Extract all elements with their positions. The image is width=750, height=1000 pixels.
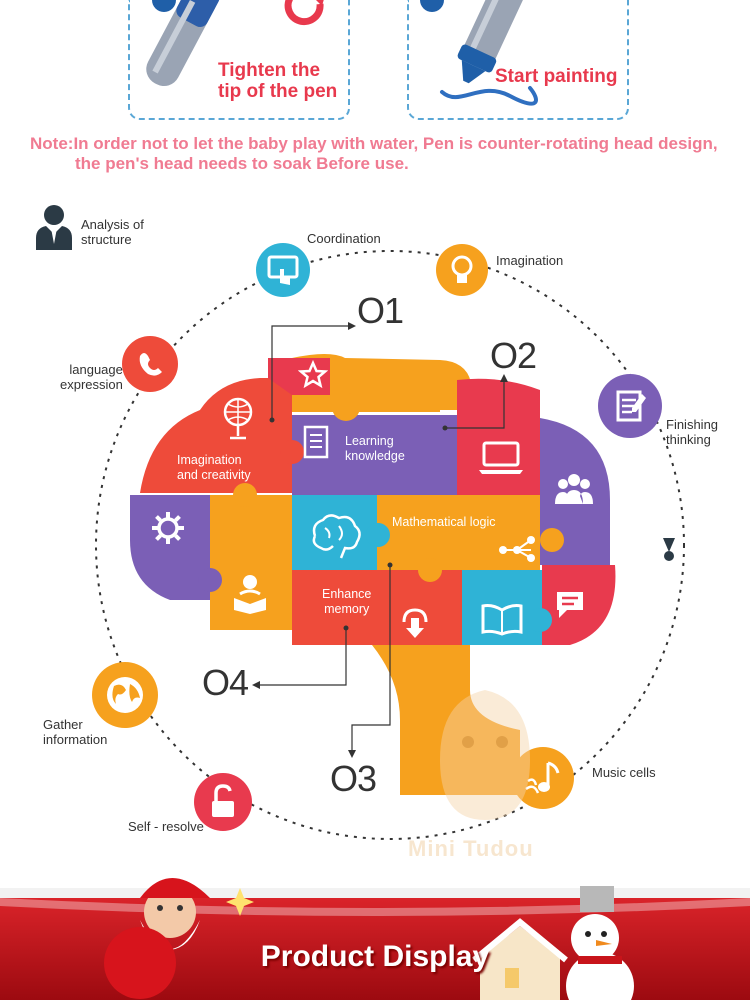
- laptop-icon: [479, 441, 523, 474]
- label-gather-2: information: [43, 732, 108, 747]
- pen-paint-illustration: [420, 0, 538, 106]
- watermark-text: Mini Tudou: [408, 836, 534, 861]
- label-imagination-creativity: Imagination and creativity: [177, 453, 251, 483]
- phone-icon: [122, 336, 178, 392]
- soak-note: Note:In order not to let the baby play w…: [30, 134, 730, 174]
- step-tighten-line2: tip of the pen: [218, 81, 338, 102]
- label-finishing-1: Finishing: [666, 417, 719, 432]
- download-icon: [402, 608, 428, 638]
- number-03: O3: [330, 758, 377, 799]
- label-math-logic: Mathematical logic: [392, 515, 496, 529]
- mascot-watermark: [440, 690, 530, 820]
- label-gather: Gather information: [43, 717, 107, 747]
- document-icon: [303, 425, 329, 459]
- note-line1: Note:In order not to let the baby play w…: [30, 134, 718, 153]
- label-finishing-2: thinking: [666, 432, 711, 447]
- label-finishing: Finishing thinking: [666, 417, 718, 447]
- number-04: O4: [202, 662, 249, 703]
- step-paint-label: Start painting: [495, 66, 618, 87]
- banner-title: Product Display: [260, 940, 490, 973]
- music-note-icon: [512, 747, 574, 809]
- label-language-2: expression: [60, 377, 123, 392]
- step-paint-box: [407, 0, 629, 120]
- orbit-diagram: [95, 250, 685, 840]
- label-imagination: Imagination: [496, 253, 564, 268]
- learning-line1: Learning: [345, 434, 394, 448]
- checklist-icon: [598, 374, 662, 438]
- connector-lines: [252, 322, 508, 758]
- imag-creat-line2: and creativity: [177, 468, 251, 482]
- brain-icon: [312, 514, 361, 559]
- label-music: Music cells: [592, 765, 656, 780]
- person-icon: [36, 205, 72, 250]
- pen-tighten-illustration: [146, 0, 324, 87]
- step-tighten-label: Tighten the tip of the pen: [218, 60, 343, 102]
- reading-child-icon: [234, 575, 266, 614]
- step-tighten-line1: Tighten the: [218, 60, 321, 81]
- learning-line2: knowledge: [345, 449, 405, 463]
- label-gather-1: Gather: [43, 717, 83, 732]
- product-display-banner: [0, 868, 750, 1000]
- label-language-1: language: [69, 362, 123, 377]
- label-language: language expression: [60, 362, 123, 392]
- imag-creat-line1: Imagination: [177, 453, 242, 467]
- enhance-line1: Enhance: [322, 587, 372, 601]
- label-learning-knowledge: Learning knowledge: [345, 434, 405, 464]
- analysis-line2: structure: [81, 232, 132, 247]
- unlock-icon: [194, 773, 252, 831]
- number-02: O2: [490, 335, 537, 376]
- label-self-resolve: Self - resolve: [128, 819, 204, 834]
- globe-icon: [92, 662, 158, 728]
- globe-stand-icon: [223, 397, 253, 440]
- analysis-line1: Analysis of: [81, 217, 144, 232]
- network-icon: [499, 536, 535, 562]
- brain-puzzle: [130, 354, 616, 795]
- group-icon: [555, 474, 593, 504]
- label-enhance-memory: Enhance memory: [322, 587, 371, 617]
- star-icon: [298, 360, 328, 389]
- note-line2: the pen's head needs to soak Before use.: [75, 154, 409, 173]
- book-icon: [481, 604, 523, 636]
- number-01: O1: [357, 290, 404, 331]
- gear-icon: [152, 512, 184, 544]
- enhance-line2: memory: [324, 602, 370, 616]
- chat-icon: [557, 592, 583, 618]
- coordination-icon: [256, 243, 310, 297]
- lightbulb-icon: [436, 244, 488, 296]
- step-tighten-box: [128, 0, 350, 120]
- banner-art: [0, 873, 750, 1000]
- label-coordination: Coordination: [307, 231, 381, 246]
- analysis-title: Analysis of structure: [81, 217, 144, 247]
